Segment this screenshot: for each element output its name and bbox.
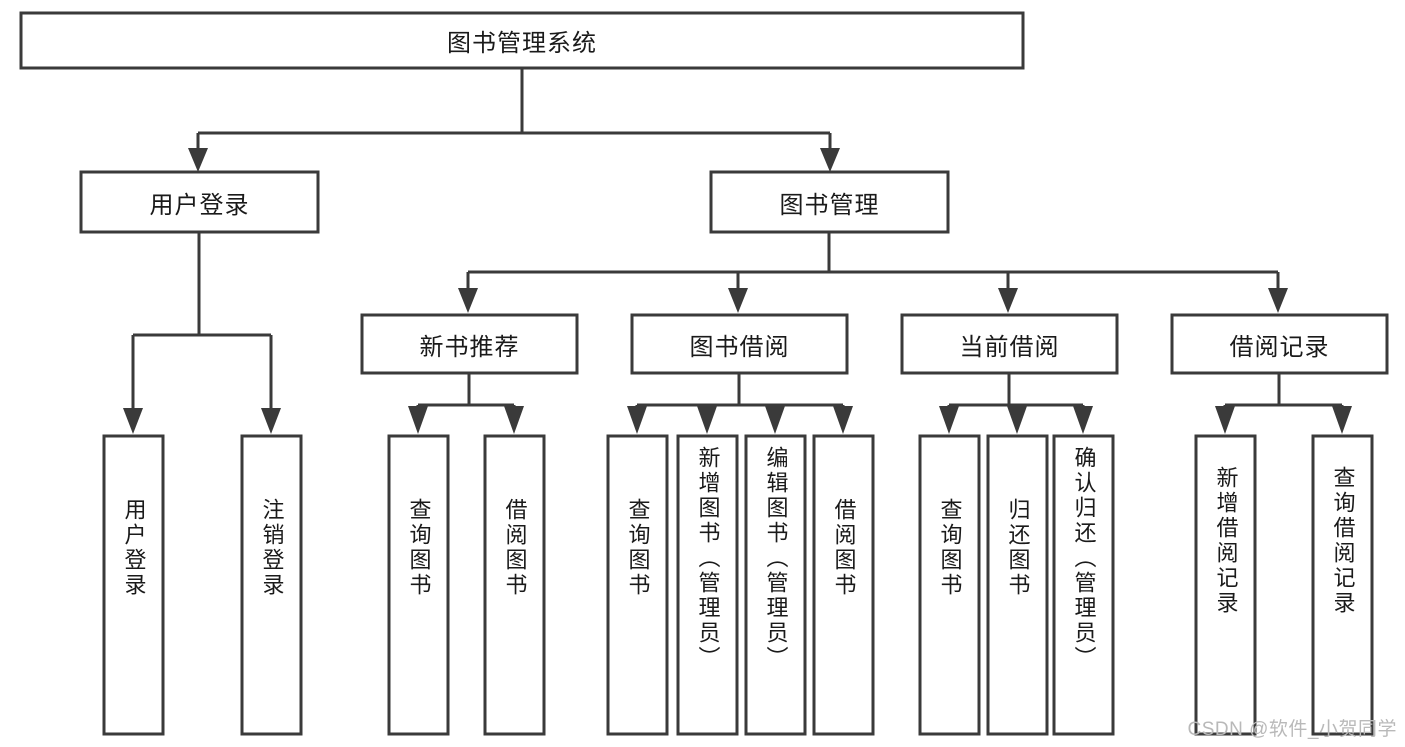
arrowhead-bm-to-new-book	[458, 288, 478, 313]
node-new-book-recommend-box[interactable]	[360, 313, 579, 375]
node-leaf-confirm-return-admin-box[interactable]	[1052, 434, 1115, 736]
arrowhead-new-book-leaf-2	[504, 406, 524, 434]
node-leaf-query-book-1-box[interactable]	[387, 434, 450, 736]
node-leaf-user-login-box[interactable]	[102, 434, 165, 736]
node-leaf-borrow-book-2-box[interactable]	[812, 434, 875, 736]
node-leaf-query-borrow-record-box[interactable]	[1311, 434, 1374, 736]
node-leaf-query-book-2-box[interactable]	[606, 434, 669, 736]
node-root-box[interactable]	[19, 11, 1025, 70]
node-leaf-edit-book-admin-box[interactable]	[744, 434, 807, 736]
node-borrow-record-box[interactable]	[1170, 313, 1389, 375]
arrowhead-book-borrow-leaf-2	[697, 406, 717, 434]
node-leaf-add-book-admin-box[interactable]	[676, 434, 739, 736]
arrowhead-current-borrow-leaf-2	[1007, 406, 1027, 434]
arrowhead-root-to-user-login	[188, 148, 208, 172]
arrowhead-borrow-record-leaf-2	[1332, 406, 1352, 434]
arrowhead-root-to-book-management	[820, 148, 840, 172]
arrowhead-new-book-leaf-1	[408, 406, 428, 434]
arrowhead-book-borrow-leaf-3	[765, 406, 785, 434]
arrowhead-current-borrow-leaf-1	[939, 406, 959, 434]
node-current-borrow-box[interactable]	[900, 313, 1119, 375]
node-leaf-borrow-book-1-box[interactable]	[483, 434, 546, 736]
csdn-watermark: CSDN @软件_小贺同学	[1187, 719, 1397, 740]
node-book-management-box[interactable]	[709, 170, 950, 234]
arrowhead-bm-to-book-borrow	[728, 288, 748, 313]
arrowhead-book-borrow-leaf-1	[627, 406, 647, 434]
node-leaf-add-borrow-record-box[interactable]	[1194, 434, 1257, 736]
arrowhead-current-borrow-leaf-3	[1073, 406, 1093, 434]
node-leaf-logout-login-box[interactable]	[240, 434, 303, 736]
arrowhead-user-login-leaf-2	[261, 408, 281, 434]
node-leaf-return-book-box[interactable]	[986, 434, 1049, 736]
node-user-login-box[interactable]	[79, 170, 320, 234]
arrowhead-borrow-record-leaf-1	[1215, 406, 1235, 434]
node-leaf-query-book-3-box[interactable]	[918, 434, 981, 736]
arrowhead-bm-to-borrow-record	[1268, 288, 1288, 313]
arrowhead-bm-to-current-borrow	[998, 288, 1018, 313]
node-book-borrow-box[interactable]	[630, 313, 849, 375]
arrowhead-book-borrow-leaf-4	[833, 406, 853, 434]
arrowhead-user-login-leaf-1	[123, 408, 143, 434]
